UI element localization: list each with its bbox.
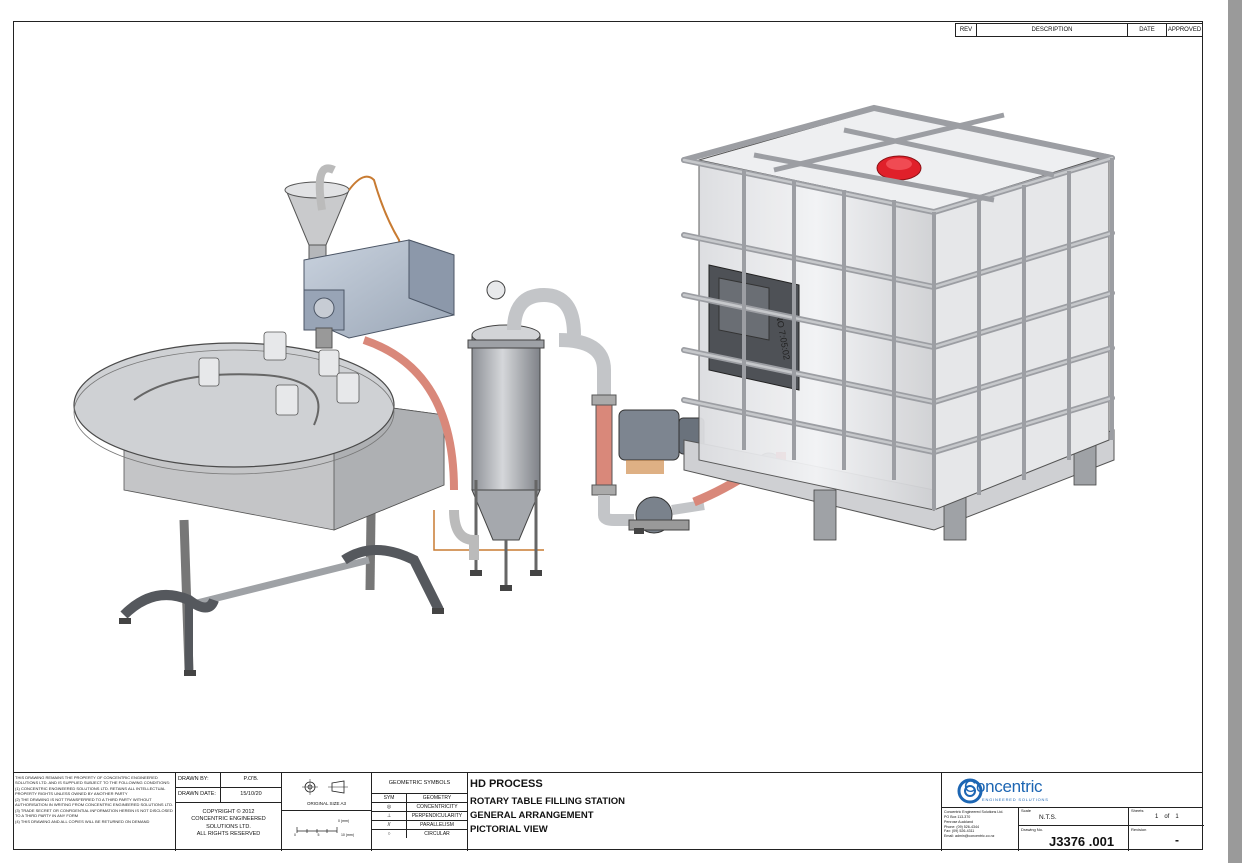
scale-value: N.T.S.	[1039, 814, 1057, 821]
logo-subtitle: ENGINEERED SOLUTIONS	[982, 797, 1049, 802]
drawn-info-cell: DRAWN BY: P.O'B. DRAWN DATE: 15/10/20 CO…	[175, 773, 281, 851]
original-size: ORIGINAL SIZE A3	[306, 801, 347, 806]
scale-bar-graphic	[296, 827, 338, 833]
filter-vessel	[449, 280, 611, 591]
copyright-notice: COPYRIGHT © 2012 CONCENTRIC ENGINEERED S…	[191, 809, 266, 838]
pump-assembly	[591, 394, 705, 534]
perpendicularity-icon: ⊥	[372, 812, 407, 820]
projection-cell: ORIGINAL SIZE A3 0 (mm) 0 5 10 (mm)	[281, 773, 371, 851]
geometric-symbols-table: GEOMETRIC SYMBOLS SYM GEOMETRY ◎ CONCENT…	[371, 773, 467, 851]
approved-header: APPROVED	[1167, 27, 1202, 33]
date-header: DATE	[1128, 24, 1167, 36]
title-line-1: ROTARY TABLE FILLING STATION	[470, 796, 625, 807]
title-line-2: GENERAL ARRANGEMENT	[470, 810, 594, 821]
ibc-tank: NO 7:05:02	[681, 104, 1115, 541]
company-logo: Concentric ENGINEERED SOLUTIONS	[942, 773, 1203, 808]
geometric-symbols-title: GEOMETRIC SYMBOLS	[388, 780, 451, 786]
drawn-by-value: P.O'B.	[220, 773, 281, 787]
drawing-number-cell: Drawing No. J3376 .001	[1018, 825, 1128, 851]
revision-value: -	[1175, 833, 1179, 847]
title-line-3: PICTORIAL VIEW	[470, 824, 548, 835]
hopper-filler	[284, 164, 455, 349]
revision-table: REV DESCRIPTION DATE APPROVED	[955, 23, 1203, 37]
drawn-date-value: 15/10/20	[220, 788, 281, 802]
third-angle-projection-icon	[302, 779, 348, 795]
description-header: DESCRIPTION	[977, 24, 1128, 36]
scale-bar: 0 (mm) 0 5 10 (mm)	[282, 810, 371, 847]
sheet-total: 1	[1175, 814, 1179, 820]
rotary-table	[73, 331, 445, 676]
vertical-scrollbar[interactable]	[1228, 0, 1242, 863]
feed-hose	[362, 336, 458, 491]
logo-word: Concentric	[964, 777, 1043, 796]
pictorial-drawing: NO 7:05:02	[73, 104, 1115, 676]
concentricity-icon: ◎	[372, 803, 407, 811]
circularity-icon: ○	[372, 830, 407, 838]
project-name: HD PROCESS	[470, 778, 543, 790]
sheets-cell: Sheets 1 of 1	[1128, 807, 1204, 825]
scale-cell: Scale N.T.S.	[1018, 807, 1128, 825]
company-cell: Concentric ENGINEERED SOLUTIONS Concentr…	[941, 773, 1204, 851]
title-block: THIS DRAWING REMAINS THE PROPERTY OF CON…	[13, 772, 1204, 851]
company-address: Concentric Engineered Solutions Ltd. PO …	[944, 810, 1004, 839]
ownership-notes: THIS DRAWING REMAINS THE PROPERTY OF CON…	[15, 775, 174, 824]
sheet-number: 1	[1155, 814, 1159, 820]
parallelism-icon: //	[372, 821, 407, 829]
drawing-title-cell: HD PROCESS ROTARY TABLE FILLING STATION …	[467, 773, 941, 851]
rev-header: REV	[956, 24, 977, 36]
concentric-logo-icon	[957, 778, 983, 804]
drawing-number: J3376 .001	[1049, 834, 1115, 849]
revision-cell: Revision -	[1128, 825, 1204, 851]
